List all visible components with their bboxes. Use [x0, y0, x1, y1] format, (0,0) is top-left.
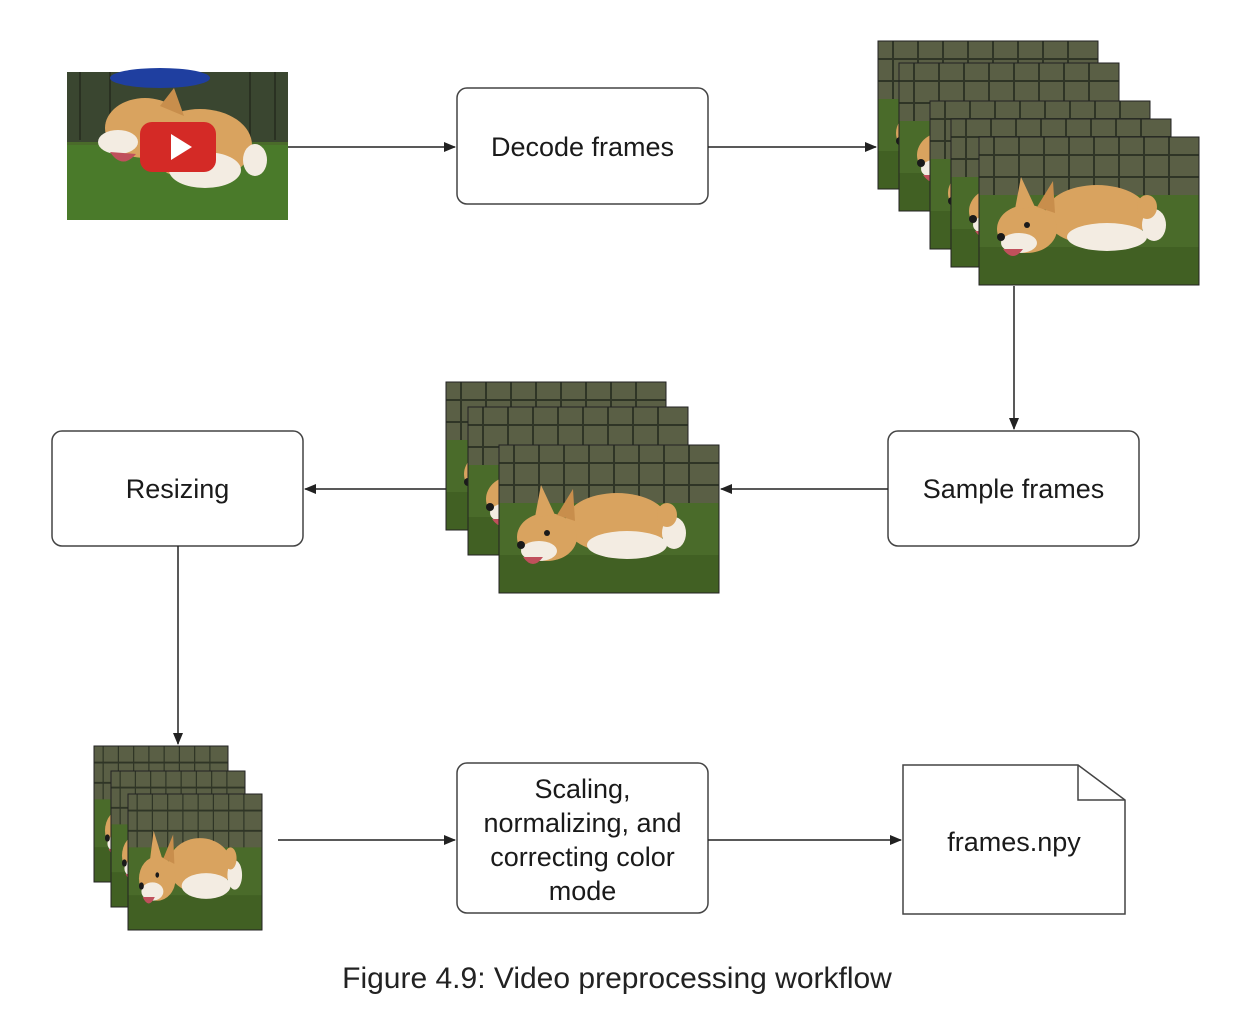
scaling-label-line-4: mode [549, 876, 617, 906]
file-icon [902, 764, 1126, 915]
figure-caption: Figure 4.9: Video preprocessing workflow [342, 962, 892, 995]
scaling-label-line-2: normalizing, and [483, 808, 681, 838]
resized-frame-3 [127, 793, 264, 932]
play-button-icon[interactable] [140, 122, 216, 172]
resizing-label: Resizing [126, 474, 230, 504]
output-file-node: frames.npy [902, 764, 1126, 915]
decoded-frame-5 [978, 136, 1200, 286]
sample-frames-label: Sample frames [923, 474, 1105, 504]
connectors [173, 142, 1019, 845]
sampled-frame-3 [498, 444, 720, 594]
scaling-label-line-1: Scaling, [534, 774, 630, 804]
scaling-label-line-3: correcting color [490, 842, 675, 872]
scaling-node: Scaling, normalizing, and correcting col… [456, 762, 709, 914]
sample-frames-node: Sample frames [887, 430, 1140, 547]
output-file-label: frames.npy [947, 827, 1081, 857]
decode-frames-node: Decode frames [456, 87, 709, 205]
decoded-frames-stack [877, 40, 1200, 286]
sampled-frames-stack [445, 381, 720, 594]
workflow-diagram: Decode frames Sample frames Resizing Sca… [51, 40, 1200, 932]
decode-frames-label: Decode frames [491, 132, 674, 162]
resized-frames-stack [93, 745, 264, 932]
file-fold [1077, 765, 1125, 801]
resizing-node: Resizing [51, 430, 304, 547]
